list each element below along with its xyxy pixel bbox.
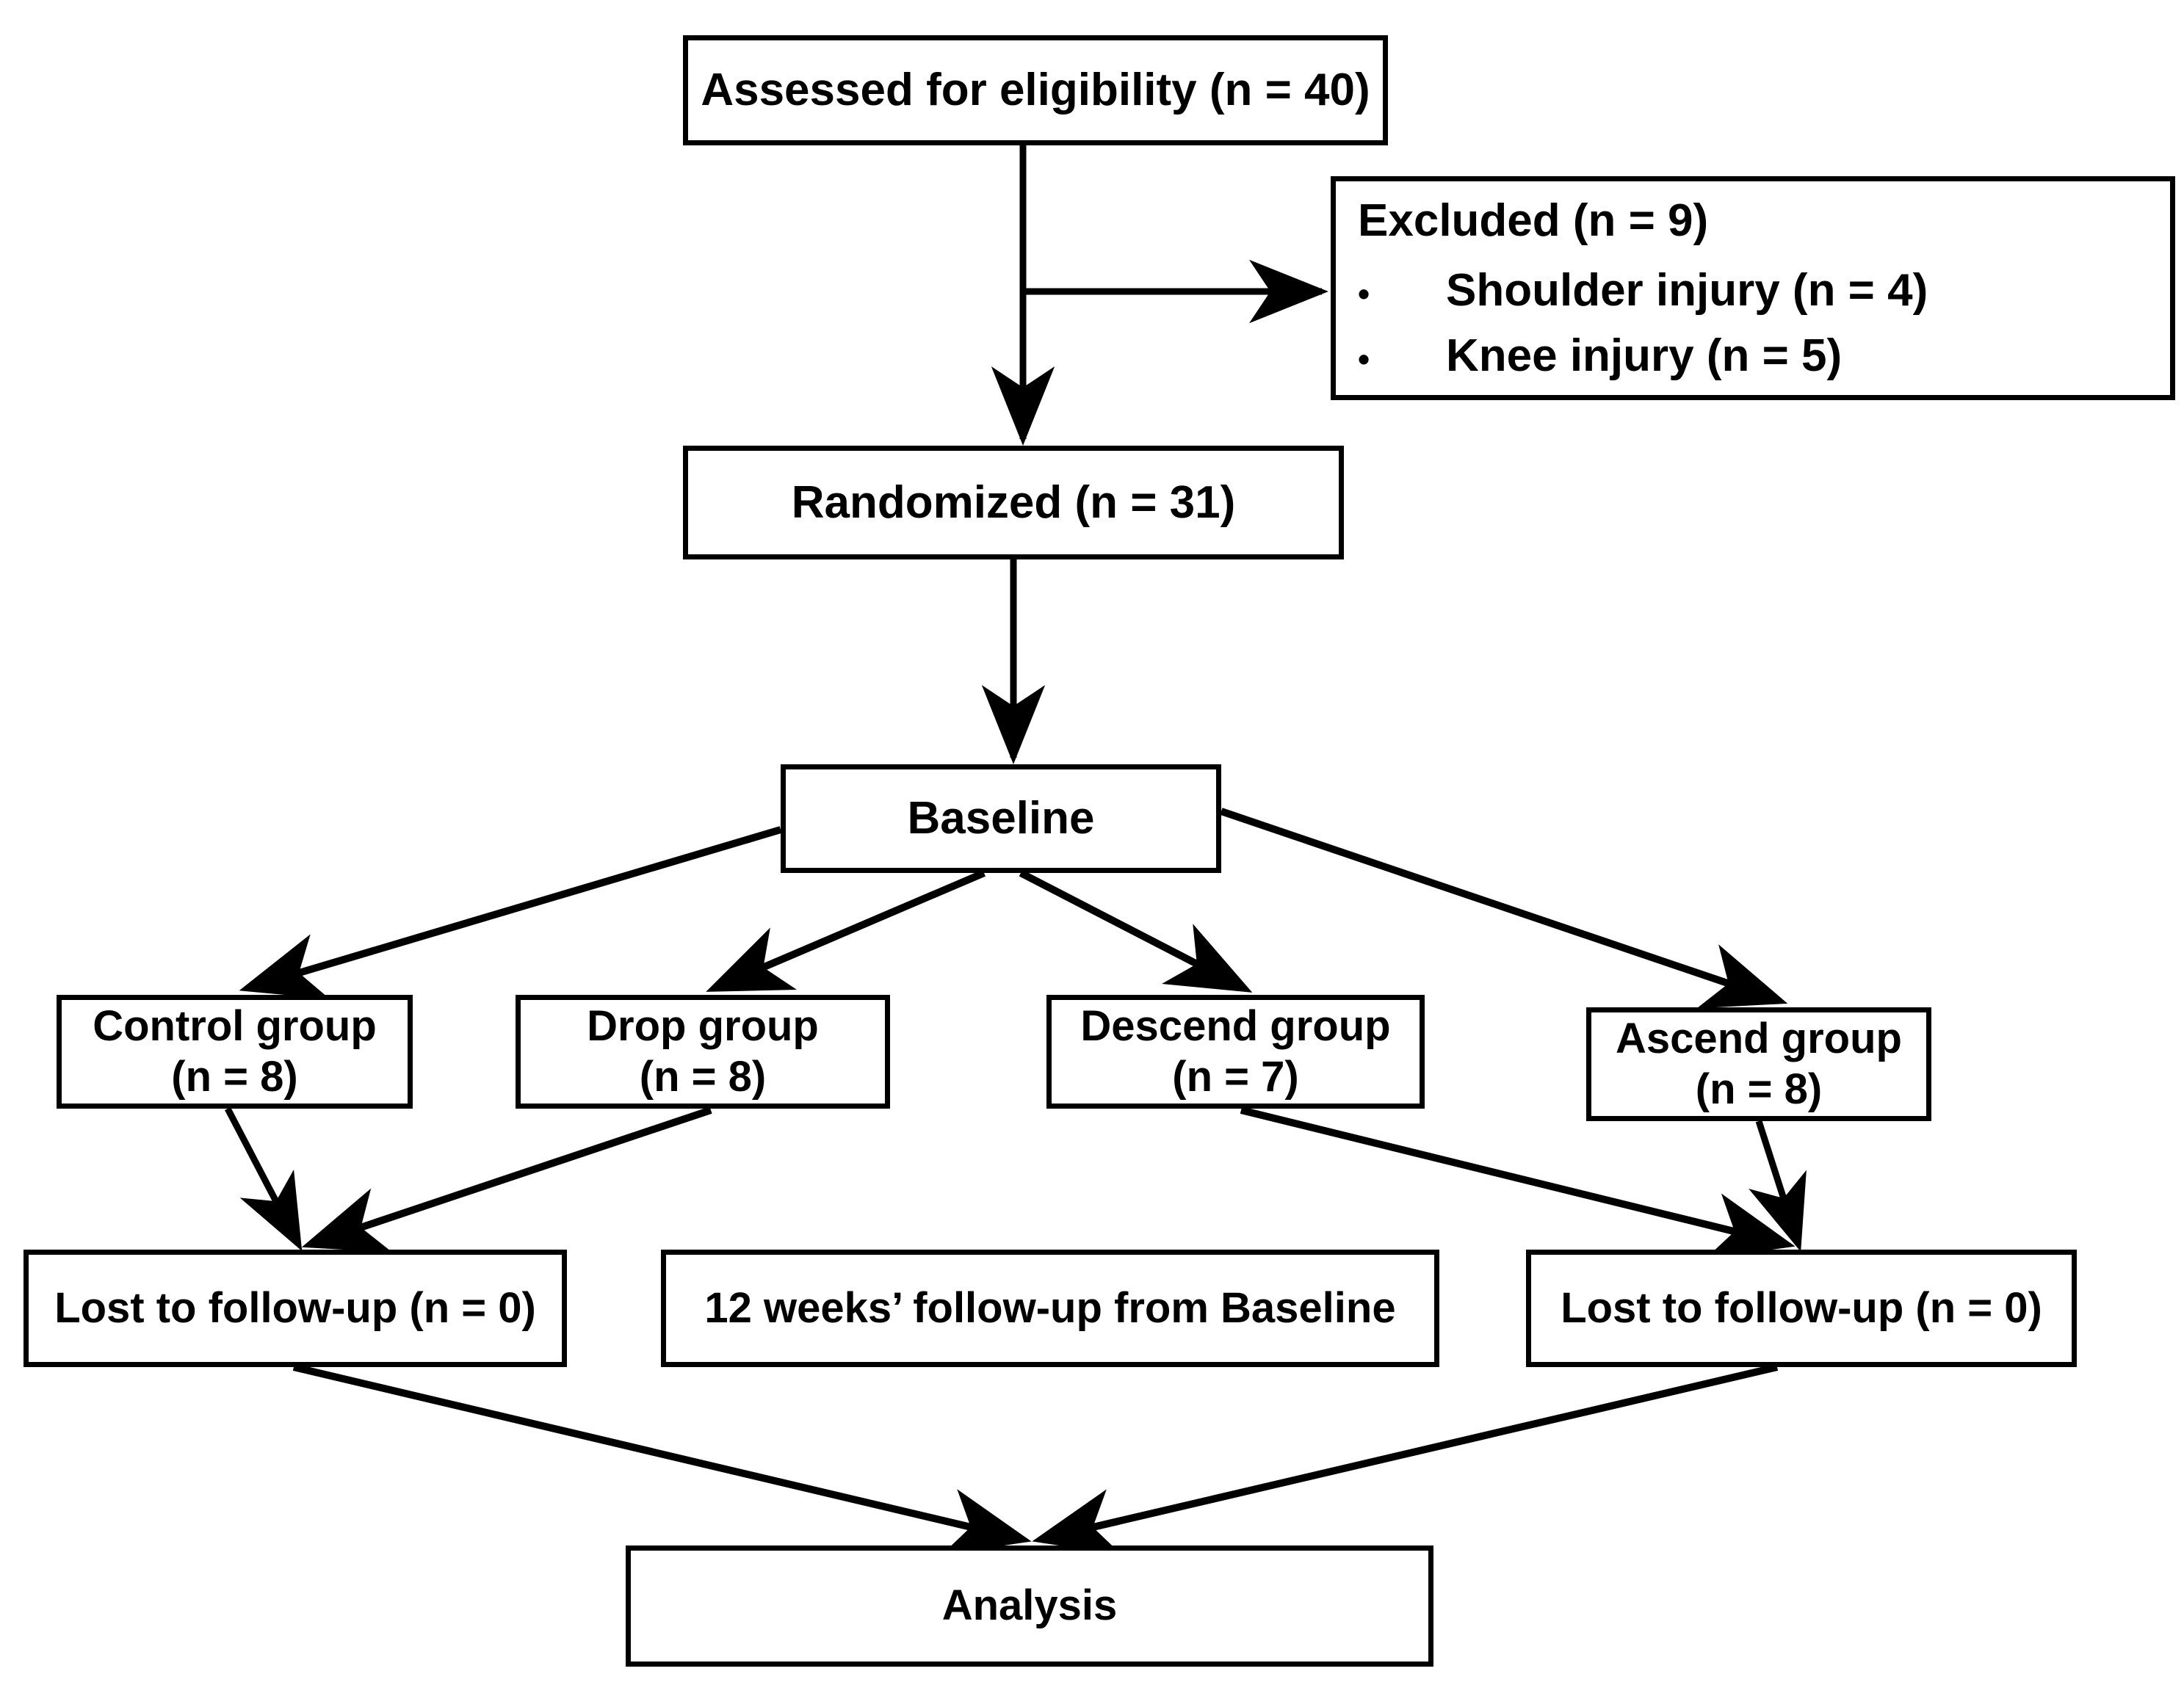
node-assessed-label: Assessed for eligibility (n = 40) [701, 65, 1370, 116]
node-baseline-label: Baseline [907, 793, 1095, 844]
bullet-icon: • [1358, 340, 1370, 379]
edge-drop-group-to-lost-left [301, 1106, 712, 1253]
node-lost-to-followup-right[interactable]: Lost to follow-up (n = 0) [1526, 1250, 2077, 1367]
drop-group-name: Drop group [587, 1002, 819, 1051]
ascend-group-count: (n = 8) [1695, 1065, 1823, 1113]
node-12-weeks-followup[interactable]: 12 weeks’ follow-up from Baseline [661, 1250, 1439, 1367]
ascend-group-name: Ascend group [1616, 1015, 1902, 1063]
edge-lost-left-to-analysis [292, 1363, 1032, 1555]
edge-baseline-to-ascend-group [1220, 808, 1788, 1009]
node-ascend-group[interactable]: Ascend group (n = 8) [1586, 1007, 1931, 1121]
drop-group-count: (n = 8) [639, 1052, 767, 1101]
edge-baseline-to-descend-group [1019, 869, 1253, 993]
node-randomized-label: Randomized (n = 31) [791, 476, 1236, 528]
descend-group-name: Descend group [1080, 1002, 1391, 1051]
node-lost-to-followup-left[interactable]: Lost to follow-up (n = 0) [23, 1250, 567, 1367]
node-excluded[interactable]: Excluded (n = 9) • Shoulder injury (n = … [1331, 176, 2175, 400]
node-baseline[interactable]: Baseline [781, 764, 1221, 873]
excluded-reason-item: • Knee injury (n = 5) [1358, 329, 1842, 383]
excluded-reason-item: • Shoulder injury (n = 4) [1358, 264, 1928, 317]
edge-baseline-to-control-group [239, 826, 782, 999]
excluded-heading: Excluded (n = 9) [1358, 195, 1709, 246]
edge-control-group-to-lost-left [225, 1106, 303, 1251]
node-analysis-label: Analysis [941, 1581, 1118, 1630]
descend-group-count: (n = 7) [1172, 1052, 1299, 1101]
node-descend-group[interactable]: Descend group (n = 7) [1046, 995, 1425, 1109]
lost-to-followup-right-label: Lost to follow-up (n = 0) [1561, 1283, 2042, 1332]
edge-ascend-group-to-lost-right [1749, 1120, 1807, 1252]
edge-baseline-to-drop-group [706, 869, 986, 992]
node-assessed-for-eligibility[interactable]: Assessed for eligibility (n = 40) [683, 35, 1388, 145]
node-analysis[interactable]: Analysis [626, 1546, 1433, 1667]
followup-label: 12 weeks’ follow-up from Baseline [704, 1283, 1396, 1332]
bullet-icon: • [1358, 274, 1370, 313]
excluded-reason-label: Shoulder injury (n = 4) [1446, 264, 1928, 316]
node-randomized[interactable]: Randomized (n = 31) [683, 446, 1344, 559]
edge-lost-right-to-analysis [1032, 1363, 1779, 1556]
node-control-group[interactable]: Control group (n = 8) [57, 995, 413, 1109]
control-group-name: Control group [93, 1002, 377, 1051]
lost-to-followup-left-label: Lost to follow-up (n = 0) [54, 1283, 536, 1332]
control-group-count: (n = 8) [171, 1052, 298, 1101]
excluded-reason-label: Knee injury (n = 5) [1446, 330, 1843, 382]
node-drop-group[interactable]: Drop group (n = 8) [516, 995, 890, 1109]
edge-descend-group-to-lost-right [1240, 1106, 1796, 1259]
